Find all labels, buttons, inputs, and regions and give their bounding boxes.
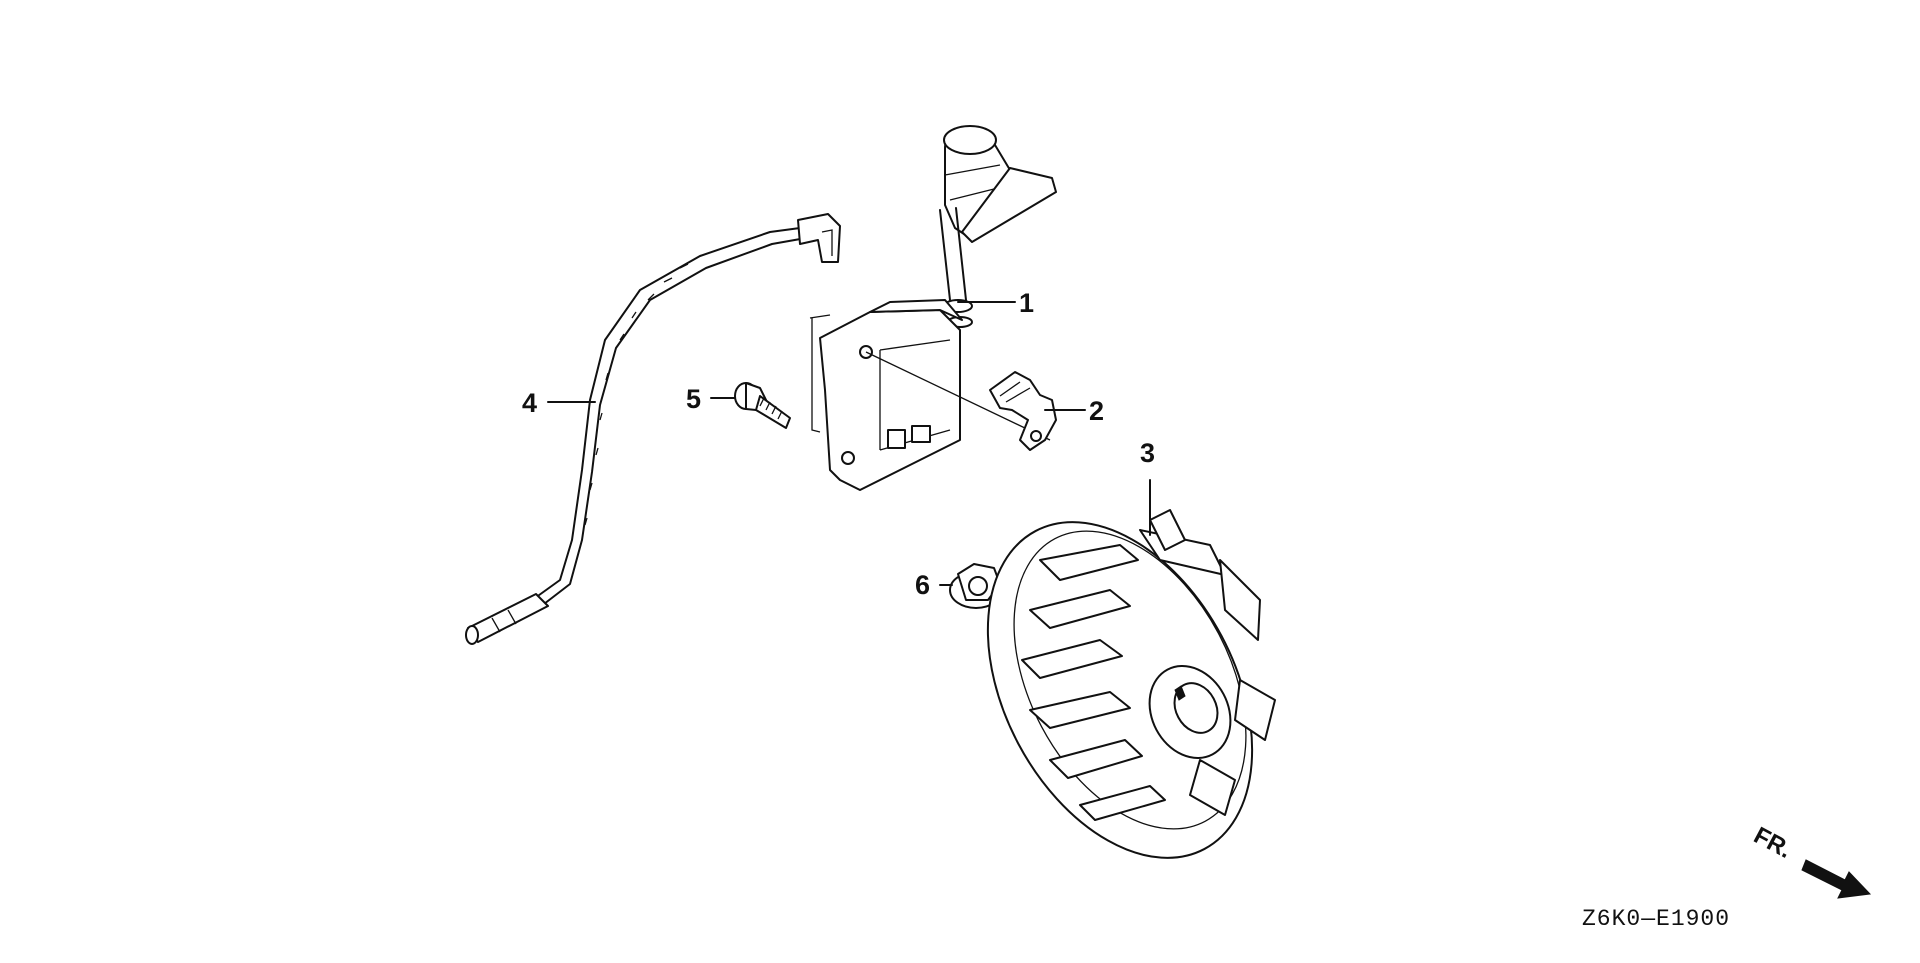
callout-4: 4 [522,388,538,418]
front-direction-arrow-icon [1801,859,1872,899]
bolt-part [710,382,791,429]
callout-3: 3 [1140,438,1156,468]
callout-6: 6 [915,570,931,600]
ignition-coil-part [809,125,1057,491]
callout-5: 5 [686,384,702,414]
clip-part [989,371,1086,451]
callout-1: 1 [1019,288,1035,318]
flange-nut-part [939,563,1003,609]
drawing-code: Z6K0—E1900 [1582,906,1731,932]
ignition-wire-part [465,213,841,645]
flywheel-part [986,479,1276,859]
callout-2: 2 [1089,396,1105,426]
